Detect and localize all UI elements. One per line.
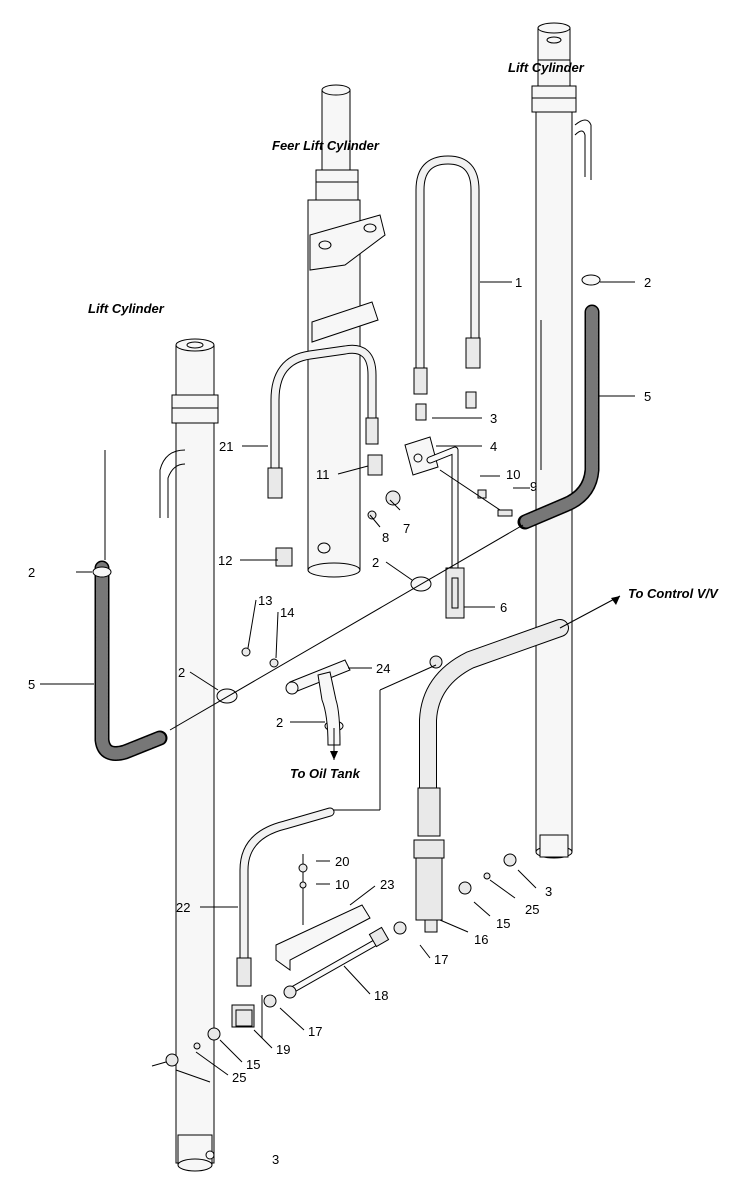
part-label-4: 4	[490, 439, 497, 454]
part-label-10-upper: 10	[506, 467, 520, 482]
part-label-18: 18	[374, 988, 388, 1003]
part-label-7: 7	[403, 521, 410, 536]
part-label-17-right: 17	[434, 952, 448, 967]
left-lift-cylinder	[159, 338, 219, 1172]
hose-5-left	[92, 560, 168, 761]
part-label-24: 24	[376, 661, 390, 676]
title-to-oil-tank: To Oil Tank	[290, 766, 361, 781]
part-label-15-left: 15	[246, 1057, 260, 1072]
part-label-19: 19	[276, 1042, 290, 1057]
part-label-15-right: 15	[496, 916, 510, 931]
part-label-2-top: 2	[644, 275, 651, 290]
hose-5-right	[517, 274, 601, 530]
part-label-10-lower: 10	[335, 877, 349, 892]
part-label-16: 16	[474, 932, 488, 947]
hose-1	[413, 155, 481, 421]
part-label-12: 12	[218, 553, 232, 568]
part-label-8: 8	[382, 530, 389, 545]
page-number: 3	[272, 1152, 279, 1167]
part-label-25-right: 25	[525, 902, 539, 917]
part-label-2-pipe: 2	[178, 665, 185, 680]
part-label-3-top: 3	[490, 411, 497, 426]
arrows	[330, 596, 620, 760]
part-label-23: 23	[380, 877, 394, 892]
part-label-1: 1	[515, 275, 522, 290]
part-label-11: 11	[316, 467, 330, 482]
hose-to-control-valve	[413, 619, 569, 933]
part-label-25-left: 25	[232, 1070, 246, 1085]
bottom-fittings	[165, 853, 517, 1067]
title-lift-cylinder-right: Lift Cylinder	[508, 60, 585, 75]
leader-lines	[40, 281, 635, 1083]
feer-lift-cylinder	[307, 84, 386, 578]
pipe-18	[263, 921, 407, 1008]
hose-22	[231, 807, 335, 1028]
part-label-17-left: 17	[308, 1024, 322, 1039]
part-label-2-left: 2	[28, 565, 35, 580]
tee-fitting-24	[241, 647, 351, 746]
part-label-3-lower: 3	[545, 884, 552, 899]
part-label-5-left: 5	[28, 677, 35, 692]
title-to-control-valve: To Control V/V	[628, 586, 719, 601]
part-label-6: 6	[500, 600, 507, 615]
part-label-2-mid: 2	[372, 555, 379, 570]
part-label-5-right: 5	[644, 389, 651, 404]
part-label-9: 9	[530, 479, 537, 494]
part-label-13: 13	[258, 593, 272, 608]
part-label-20: 20	[335, 854, 349, 869]
title-lift-cylinder-left: Lift Cylinder	[88, 301, 165, 316]
part-label-14: 14	[280, 605, 294, 620]
part-label-21: 21	[219, 439, 233, 454]
block-4-tube-6	[367, 436, 513, 669]
right-lift-cylinder	[531, 22, 592, 859]
hose-21	[267, 344, 383, 567]
part-label-2-bottom: 2	[276, 715, 283, 730]
title-feer-lift-cylinder: Feer Lift Cylinder	[272, 138, 380, 153]
bracket-23	[275, 854, 371, 971]
part-label-22: 22	[176, 900, 190, 915]
